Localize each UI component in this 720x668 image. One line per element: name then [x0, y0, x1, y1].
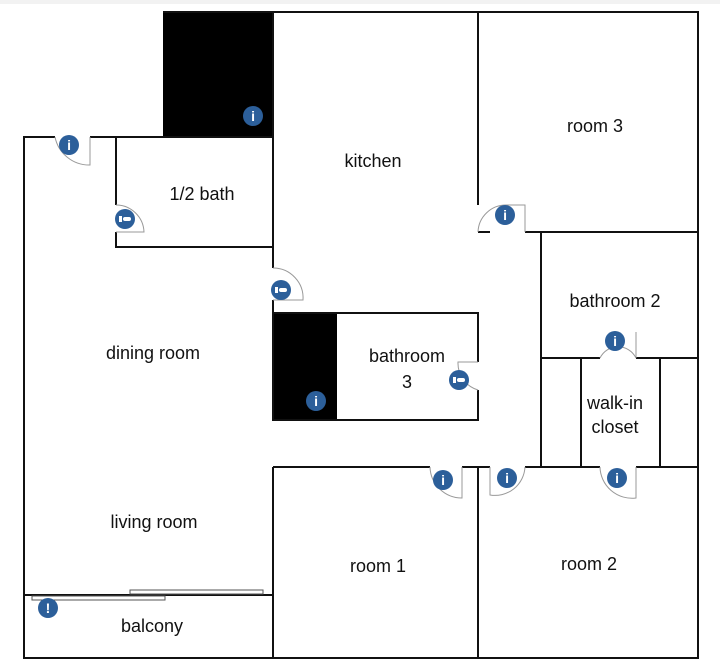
label-living-room: living room [110, 512, 197, 532]
toilet-icon[interactable] [115, 209, 135, 229]
info-icon[interactable]: i [243, 106, 263, 126]
label-kitchen: kitchen [344, 151, 401, 171]
info-icon[interactable]: i [306, 391, 326, 411]
svg-text:i: i [505, 470, 509, 486]
info-icon[interactable]: i [59, 135, 79, 155]
label-closet: closet [591, 417, 638, 437]
label-room-1: room 1 [350, 556, 406, 576]
door-swings [54, 136, 637, 499]
svg-text:!: ! [46, 600, 51, 616]
info-icon[interactable]: i [433, 470, 453, 490]
label-half-bath: 1/2 bath [169, 184, 234, 204]
info-icon[interactable]: i [497, 468, 517, 488]
info-icon[interactable]: i [495, 205, 515, 225]
label-bathroom-3-num: 3 [402, 372, 412, 392]
toilet-icon[interactable] [449, 370, 469, 390]
svg-text:i: i [251, 108, 255, 124]
shaft-block [273, 313, 337, 420]
label-room-3: room 3 [567, 116, 623, 136]
label-walk-in: walk-in [586, 393, 643, 413]
svg-text:i: i [441, 472, 445, 488]
svg-text:i: i [67, 137, 71, 153]
info-icon[interactable]: i [605, 331, 625, 351]
info-markers: i i i i i i i i ! [38, 106, 627, 618]
label-bathroom-3: bathroom [369, 346, 445, 366]
walls [23, 11, 699, 659]
svg-text:i: i [503, 207, 507, 223]
warning-icon[interactable]: ! [38, 598, 58, 618]
toilet-markers [115, 209, 469, 390]
label-dining-room: dining room [106, 343, 200, 363]
room-labels: kitchen 1/2 bath room 3 bathroom 2 dinin… [106, 116, 661, 636]
label-balcony: balcony [121, 616, 183, 636]
label-bathroom-2: bathroom 2 [569, 291, 660, 311]
label-room-2: room 2 [561, 554, 617, 574]
info-icon[interactable]: i [607, 468, 627, 488]
svg-text:i: i [615, 470, 619, 486]
svg-text:i: i [314, 393, 318, 409]
toilet-icon[interactable] [271, 280, 291, 300]
svg-text:i: i [613, 333, 617, 349]
